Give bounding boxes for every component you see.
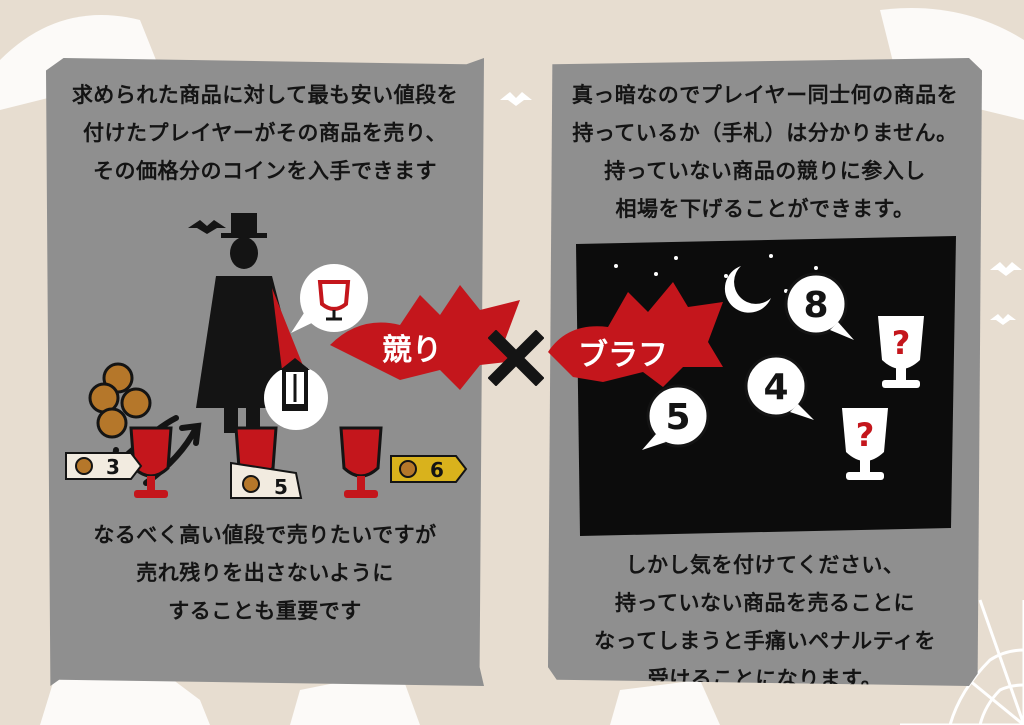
crescent-moon-icon xyxy=(724,266,771,313)
left-intro-line: 求められた商品に対して最も安い値段を xyxy=(71,83,459,107)
bid-label: 競り xyxy=(382,333,442,368)
unknown-mark: ? xyxy=(892,324,911,362)
left-rules-panel: 求められた商品に対して最も安い値段を 付けたプレイヤーがその商品を売り、 その価… xyxy=(46,58,484,686)
number-bubble: 5 xyxy=(642,384,710,450)
right-rules-panel: 真っ暗なのでプレイヤー同士何の商品を 持っているか（手札）は分かりません。 持っ… xyxy=(548,58,982,686)
unknown-glass-icon: ? xyxy=(842,408,888,480)
right-intro-text: 真っ暗なのでプレイヤー同士何の商品を 持っているか（手札）は分かりません。 持っ… xyxy=(548,76,982,228)
bid-bat-banner xyxy=(330,285,525,390)
price-tag: 6 xyxy=(390,455,468,483)
right-outro-text: しかし気を付けてください、 持っていない商品を売ることに なってしまうと手痛いペ… xyxy=(548,546,982,691)
right-intro-line: 相場を下げることができます。 xyxy=(615,197,915,221)
left-outro-line: することも重要です xyxy=(168,599,362,623)
price-tag-value: 5 xyxy=(274,475,288,499)
right-outro-line: しかし気を付けてください、 xyxy=(625,553,905,577)
left-outro-line: なるべく高い値段で売りたいですが xyxy=(93,523,437,547)
thought-bubble-glass-icon xyxy=(291,264,368,333)
right-intro-line: 持っているか（手札）は分かりません。 xyxy=(572,121,958,145)
price-tag: 5 xyxy=(230,461,303,499)
stars-icon xyxy=(614,254,818,293)
right-outro-line: 受けることになります。 xyxy=(647,667,883,691)
left-intro-text: 求められた商品に対して最も安い値段を 付けたプレイヤーがその商品を売り、 その価… xyxy=(46,76,484,190)
bubble-number: 8 xyxy=(803,285,828,326)
left-outro-line: 売れ残りを出さないように xyxy=(136,561,394,585)
bluff-label: ブラフ xyxy=(578,338,668,373)
left-outro-text: なるべく高い値段で売りたいですが 売れ残りを出さないように することも重要です xyxy=(46,516,484,630)
coin-pile-icon xyxy=(88,362,152,439)
right-intro-line: 真っ暗なのでプレイヤー同士何の商品を xyxy=(571,83,959,107)
price-tag-value: 3 xyxy=(106,455,120,479)
lantern-icon xyxy=(264,358,328,430)
auction-illustration xyxy=(88,213,368,486)
price-tag-value: 6 xyxy=(430,458,444,482)
bubble-number: 4 xyxy=(763,367,788,408)
bluff-bat-banner xyxy=(548,282,723,387)
right-outro-line: なってしまうと手痛いペナルティを xyxy=(594,629,936,653)
unknown-mark: ? xyxy=(856,416,875,454)
bat-icon xyxy=(188,220,226,234)
bubble-number: 5 xyxy=(665,397,690,438)
goods-row: 3 5 6 xyxy=(65,426,468,499)
wine-glass-icon xyxy=(339,426,383,498)
right-intro-line: 持っていない商品の競りに参入し xyxy=(604,159,926,183)
number-bubble: 8 xyxy=(784,272,854,340)
left-intro-line: 付けたプレイヤーがその商品を売り、 xyxy=(82,121,448,145)
price-tag: 3 xyxy=(65,452,143,480)
right-outro-line: 持っていない商品を売ることに xyxy=(615,591,915,615)
number-bubble: 4 xyxy=(744,354,814,420)
unknown-glass-icon: ? xyxy=(878,316,924,388)
versus-cross-icon xyxy=(488,330,544,386)
left-intro-line: その価格分のコインを入手できます xyxy=(93,159,437,183)
